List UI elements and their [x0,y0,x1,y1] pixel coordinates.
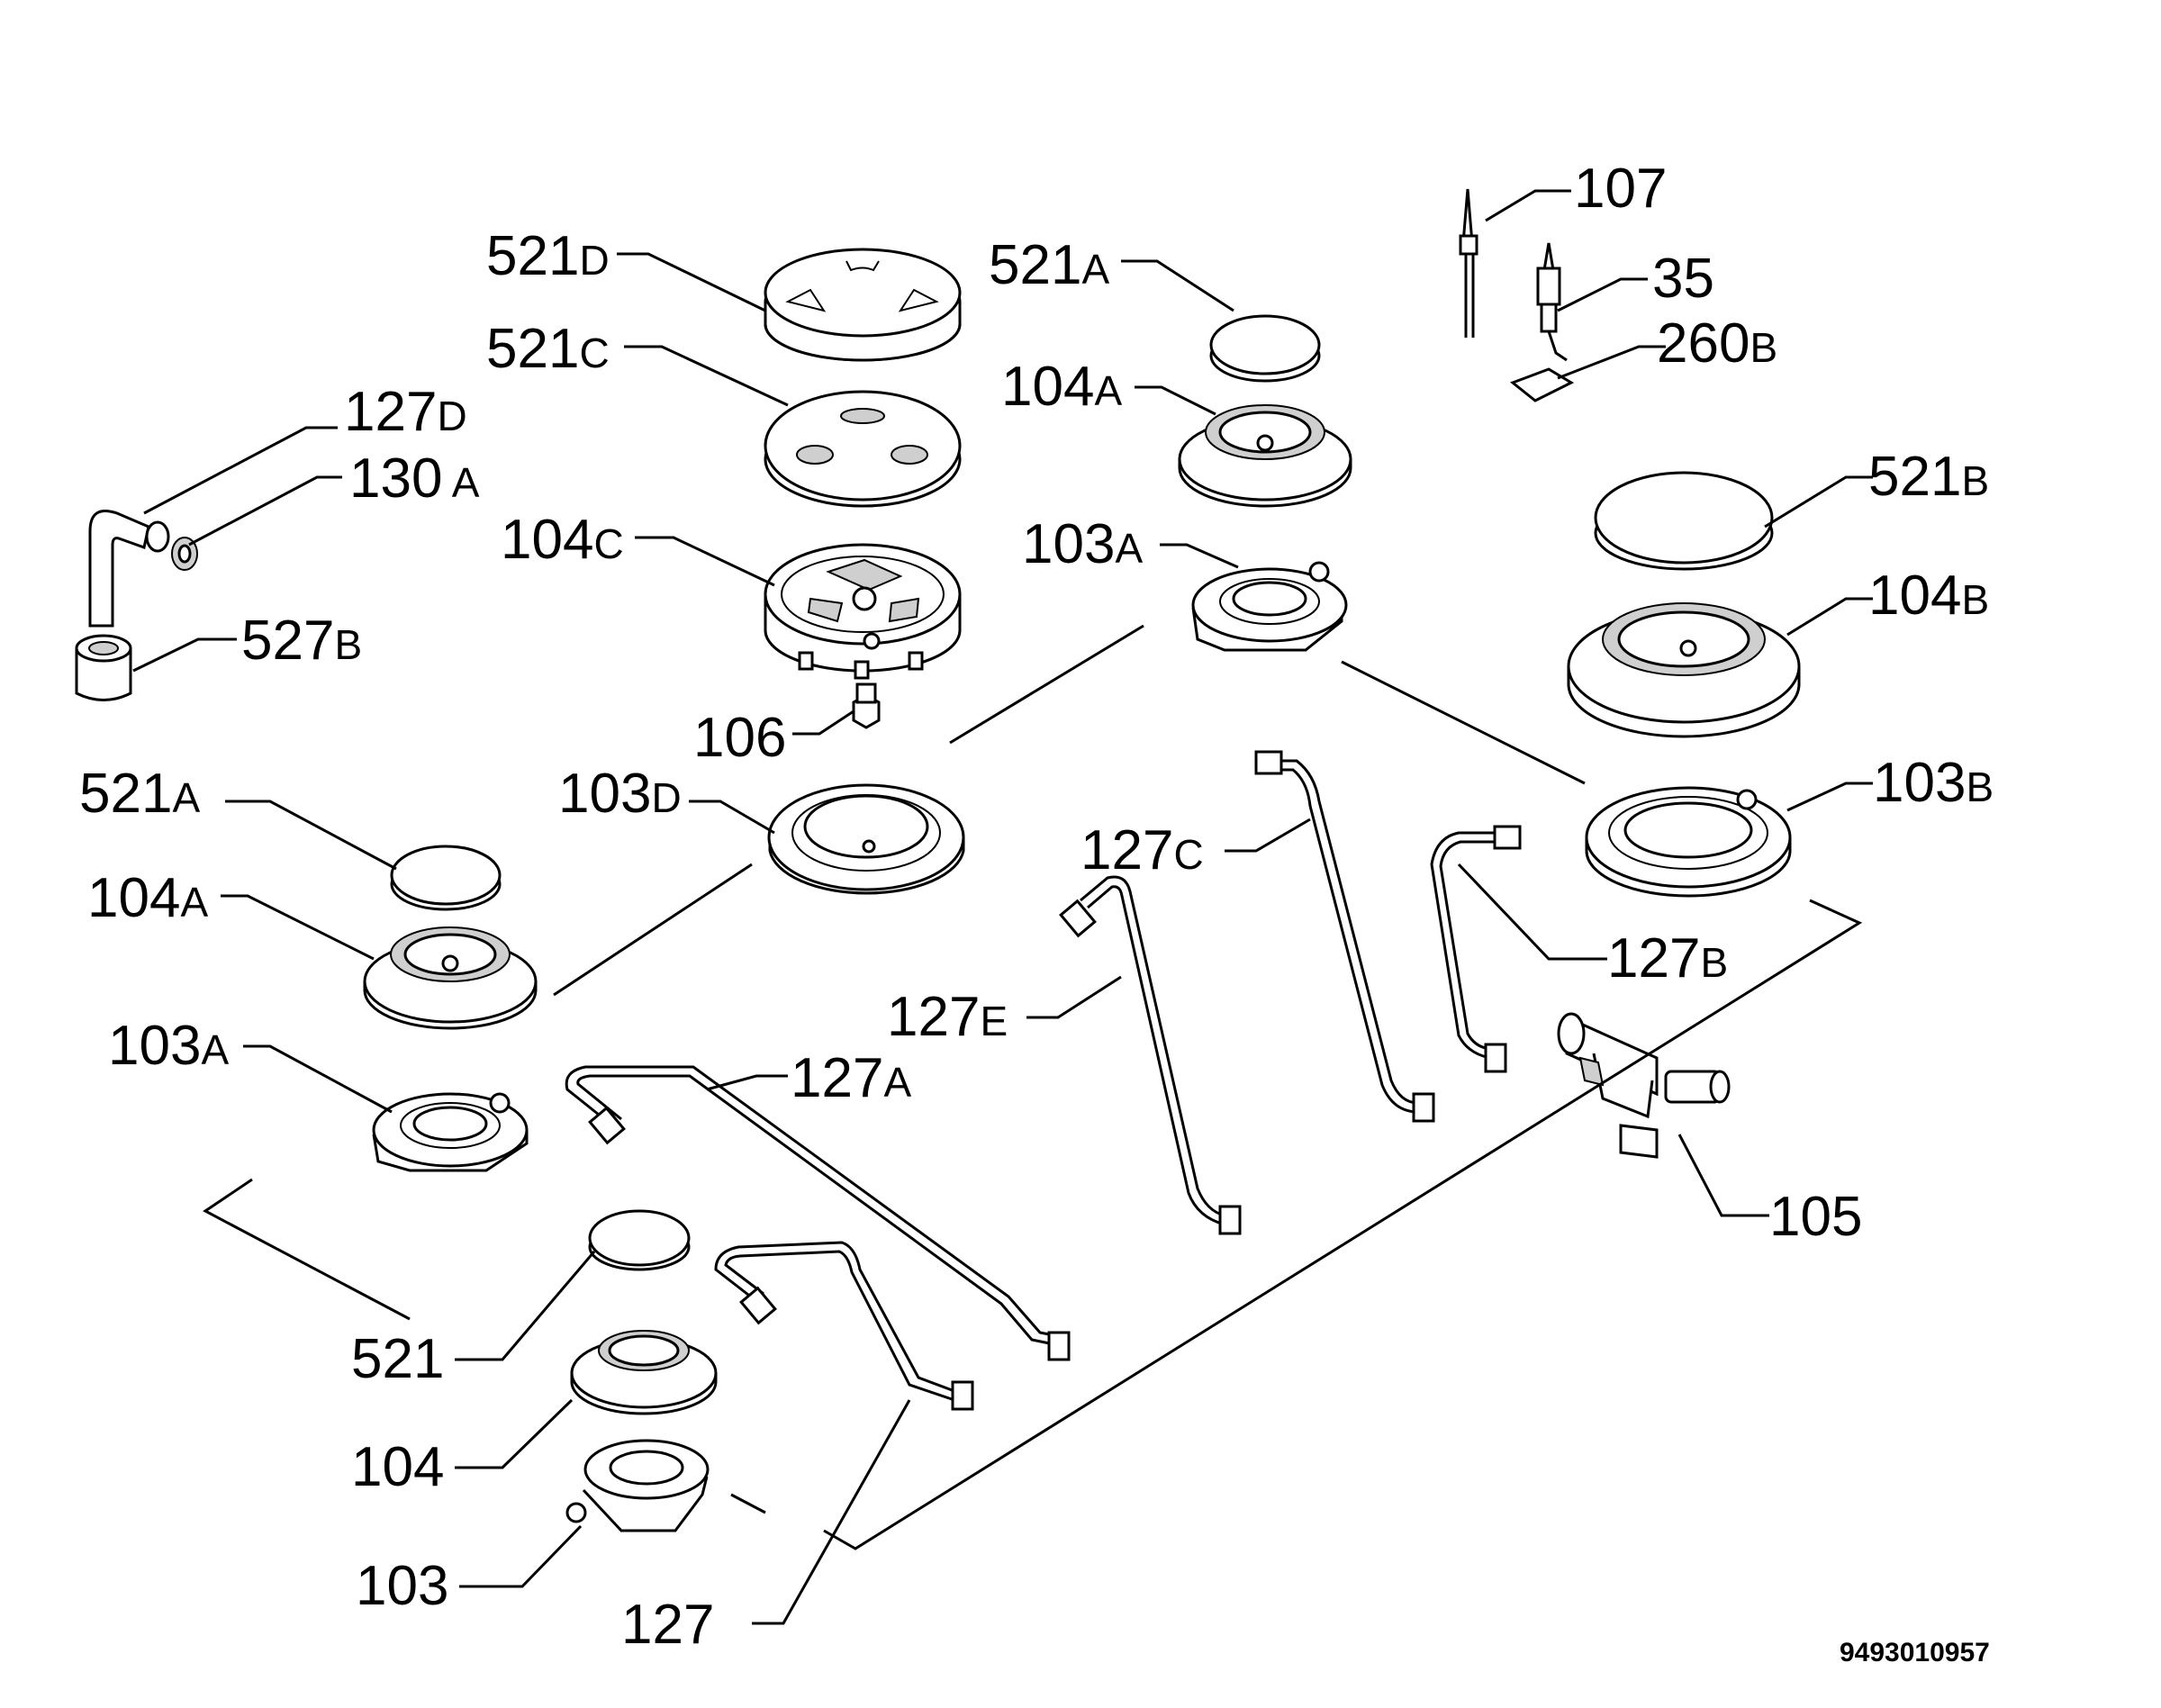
elbow-127d-drawing [75,510,198,701]
base-103d-drawing [767,783,965,895]
callout-label: 127A [791,1047,911,1109]
callout-label: 103A [1022,513,1143,575]
gas-tap-105-drawing [1557,1012,1731,1159]
callout-label: 521B [1868,446,1989,508]
callout-label: 104C [501,509,624,571]
drawing-code: 9493010957 [1840,1638,1990,1667]
callout-label: 127 [621,1594,714,1656]
rapid-burner-drawing [1567,471,1801,898]
callout-label: 127C [1080,819,1204,881]
leader-lines [132,189,1873,1625]
callout-label: 127D [344,381,467,443]
burner-104c-drawing [764,543,962,680]
ignition-parts-drawing [1459,188,1575,402]
bottom-aux-burner-drawing [565,1209,718,1532]
callout-labels: 521D 521C 127D 130 A 104C 527B 106 103D … [79,158,1994,1656]
callout-label: 521A [989,234,1109,296]
gas-pipes-drawing [565,750,1522,1411]
callout-label: 104A [1001,356,1122,418]
callout-label: 130 A [349,447,480,510]
callout-label: 105 [1769,1186,1862,1248]
callout-label: 103 [356,1555,448,1617]
callout-label: 35 [1652,248,1714,310]
callout-label: 521D [486,225,610,287]
callout-label: 527B [241,610,362,672]
callout-label: 127B [1607,927,1728,990]
callout-label: 107 [1574,158,1667,220]
callout-label: 104A [87,867,208,929]
cap-521c-drawing [764,390,962,508]
callout-label: 127E [887,986,1008,1048]
callout-label: 106 [693,707,786,769]
injector-106-drawing [852,682,881,729]
callout-label: 103B [1873,752,1994,814]
callout-label: 104B [1868,565,1989,627]
callout-label: 104 [351,1436,444,1498]
assembly-lines [203,624,1863,1550]
parts-drawing [75,188,1863,1550]
callout-label: 521A [79,763,200,825]
callout-label: 521 [351,1328,444,1390]
cap-521d-drawing [764,248,962,362]
callout-label: 260B [1657,312,1777,375]
callout-label: 103A [108,1015,229,1077]
left-aux-burner-drawing [363,845,538,1172]
mid-aux-burner-drawing [1178,314,1352,652]
callout-label: 103D [558,763,682,825]
callout-label: 521C [486,318,610,380]
